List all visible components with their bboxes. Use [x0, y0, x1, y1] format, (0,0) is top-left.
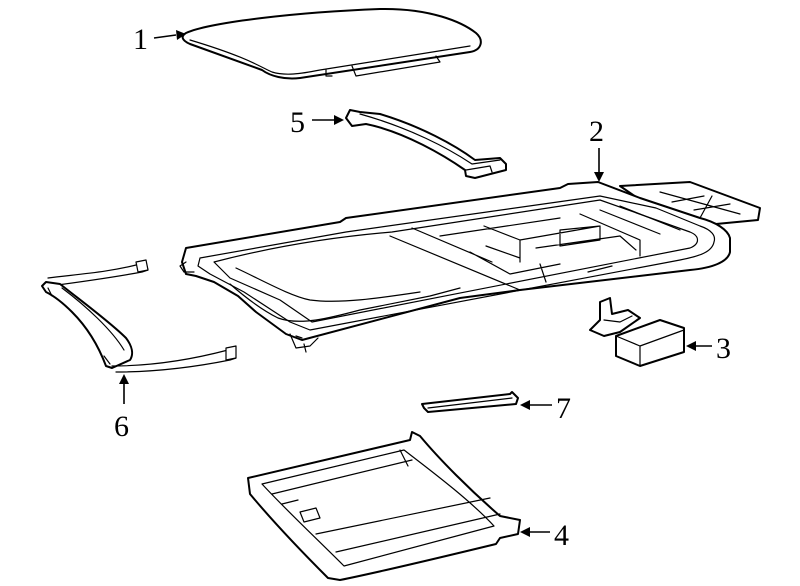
arrowhead-6 [119, 374, 129, 384]
rear-guide-assembly [41, 259, 237, 373]
arrowhead-2 [594, 172, 604, 182]
arrowhead-5 [334, 115, 344, 125]
callout-label-6: 6 [114, 410, 129, 443]
callout-5: 5 [290, 106, 344, 139]
seal-strip [421, 391, 519, 413]
callout-label-5: 5 [290, 106, 305, 139]
leader-line-1 [153, 34, 177, 39]
arrowhead-3 [686, 341, 696, 351]
callout-label-2: 2 [589, 115, 604, 148]
arrowhead-7 [520, 400, 530, 410]
callout-1: 1 [133, 23, 186, 56]
callout-4: 4 [520, 519, 569, 552]
callout-3: 3 [686, 332, 731, 365]
callout-7: 7 [520, 392, 571, 425]
callout-2: 2 [589, 115, 604, 182]
arrowhead-1 [176, 30, 186, 40]
glass-panel [181, 7, 482, 80]
front-guide-rail [345, 109, 507, 179]
arrowhead-4 [520, 527, 530, 537]
sunroof-frame [179, 181, 761, 353]
sunshade-panel [247, 431, 521, 581]
callout-label-7: 7 [556, 392, 571, 425]
callout-label-1: 1 [133, 23, 148, 56]
sunroof-motor [589, 297, 685, 367]
callout-label-4: 4 [554, 519, 569, 552]
callout-6: 6 [114, 374, 129, 443]
callout-label-3: 3 [716, 332, 731, 365]
